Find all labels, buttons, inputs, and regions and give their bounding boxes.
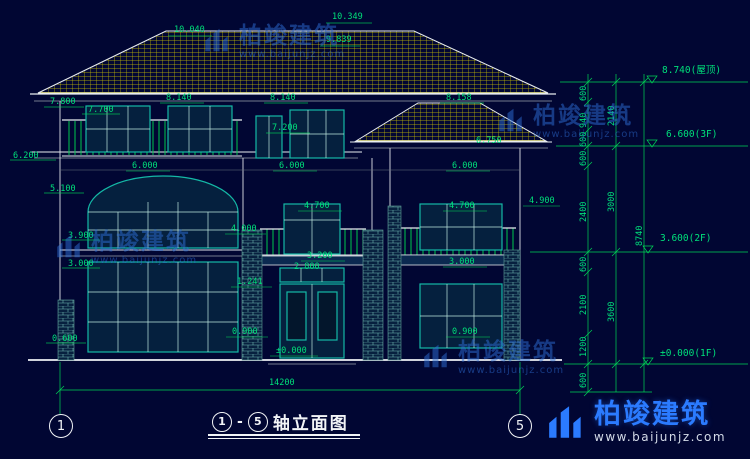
brick-piers — [57, 205, 521, 361]
title-text: 轴立面图 — [272, 414, 349, 434]
title-axis-end: 5 — [247, 411, 268, 432]
windows — [85, 105, 503, 359]
drawing-title: 1 - 5 轴立面图 — [212, 409, 349, 434]
axis-number: 1 — [56, 418, 66, 434]
dimension-lines — [10, 22, 748, 414]
axis-bubble-1: 1 — [49, 414, 73, 438]
axis-number: 5 — [515, 418, 525, 434]
roof — [30, 30, 556, 159]
axis-bubble-5: 5 — [508, 414, 532, 438]
title-underline — [208, 434, 360, 439]
window-mullions — [86, 106, 502, 358]
title-dash: - — [237, 413, 243, 430]
title-axis-start: 1 — [212, 411, 232, 432]
